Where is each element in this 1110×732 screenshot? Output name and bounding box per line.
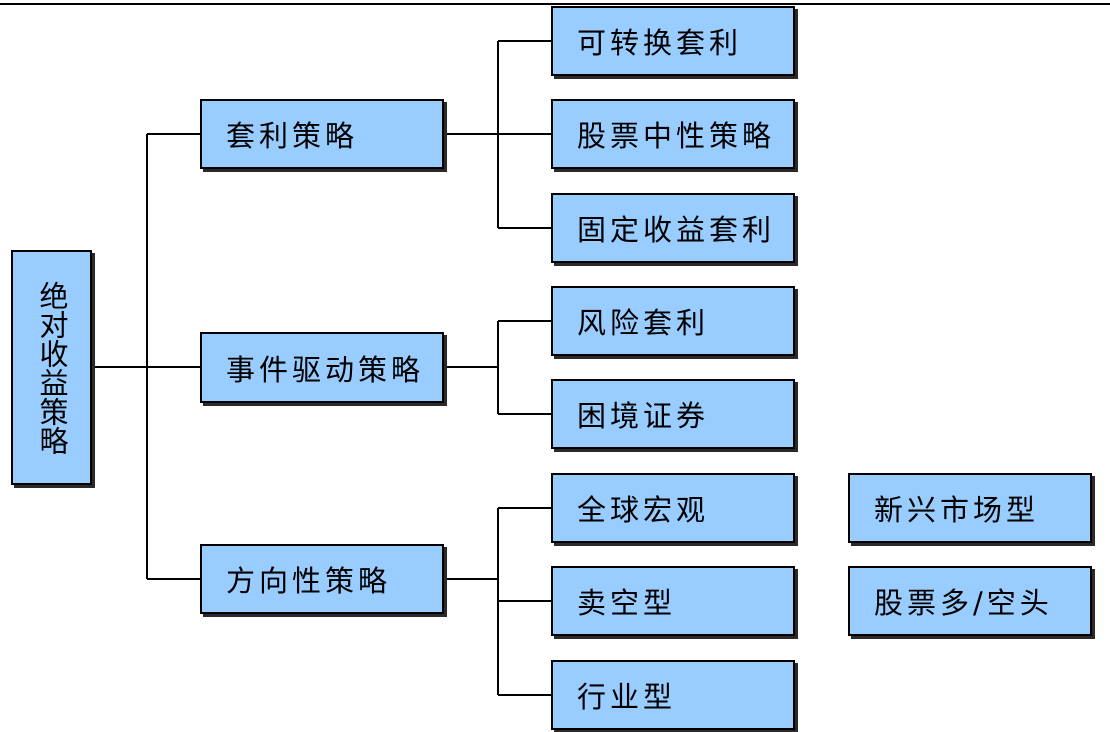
branch-arbitrage: 套利策略 (200, 99, 444, 169)
root-node: 绝对收益策略 (11, 250, 92, 485)
leaf-label: 卖空型 (577, 586, 677, 620)
leaf-global-macro: 全球宏观 (551, 473, 795, 543)
extra-label: 股票多/空头 (874, 586, 1053, 620)
branch-label: 套利策略 (226, 119, 359, 153)
leaf-label: 困境证券 (577, 399, 710, 433)
leaf-fixed-income-arbitrage: 固定收益套利 (551, 193, 795, 263)
leaf-label: 可转换套利 (577, 26, 743, 60)
leaf-distressed-securities: 困境证券 (551, 379, 795, 449)
leaf-equity-neutral: 股票中性策略 (551, 99, 795, 169)
leaf-risk-arbitrage: 风险套利 (551, 286, 795, 356)
root-label: 绝对收益策略 (35, 280, 69, 455)
leaf-short-selling: 卖空型 (551, 566, 795, 636)
extra-emerging-markets: 新兴市场型 (848, 473, 1092, 543)
leaf-label: 风险套利 (577, 306, 710, 340)
leaf-label: 行业型 (577, 680, 677, 714)
branch-label: 事件驱动策略 (226, 352, 425, 387)
leaf-convertible-arbitrage: 可转换套利 (551, 6, 795, 76)
top-rule (0, 3, 1110, 5)
extra-long-short-equity: 股票多/空头 (848, 566, 1092, 636)
branch-directional: 方向性策略 (200, 544, 444, 614)
leaf-sector: 行业型 (551, 660, 795, 730)
leaf-label: 全球宏观 (577, 493, 710, 527)
branch-event-driven: 事件驱动策略 (200, 332, 444, 403)
extra-label: 新兴市场型 (874, 493, 1040, 527)
leaf-label: 固定收益套利 (577, 213, 776, 247)
branch-label: 方向性策略 (226, 564, 392, 598)
leaf-label: 股票中性策略 (577, 119, 776, 153)
